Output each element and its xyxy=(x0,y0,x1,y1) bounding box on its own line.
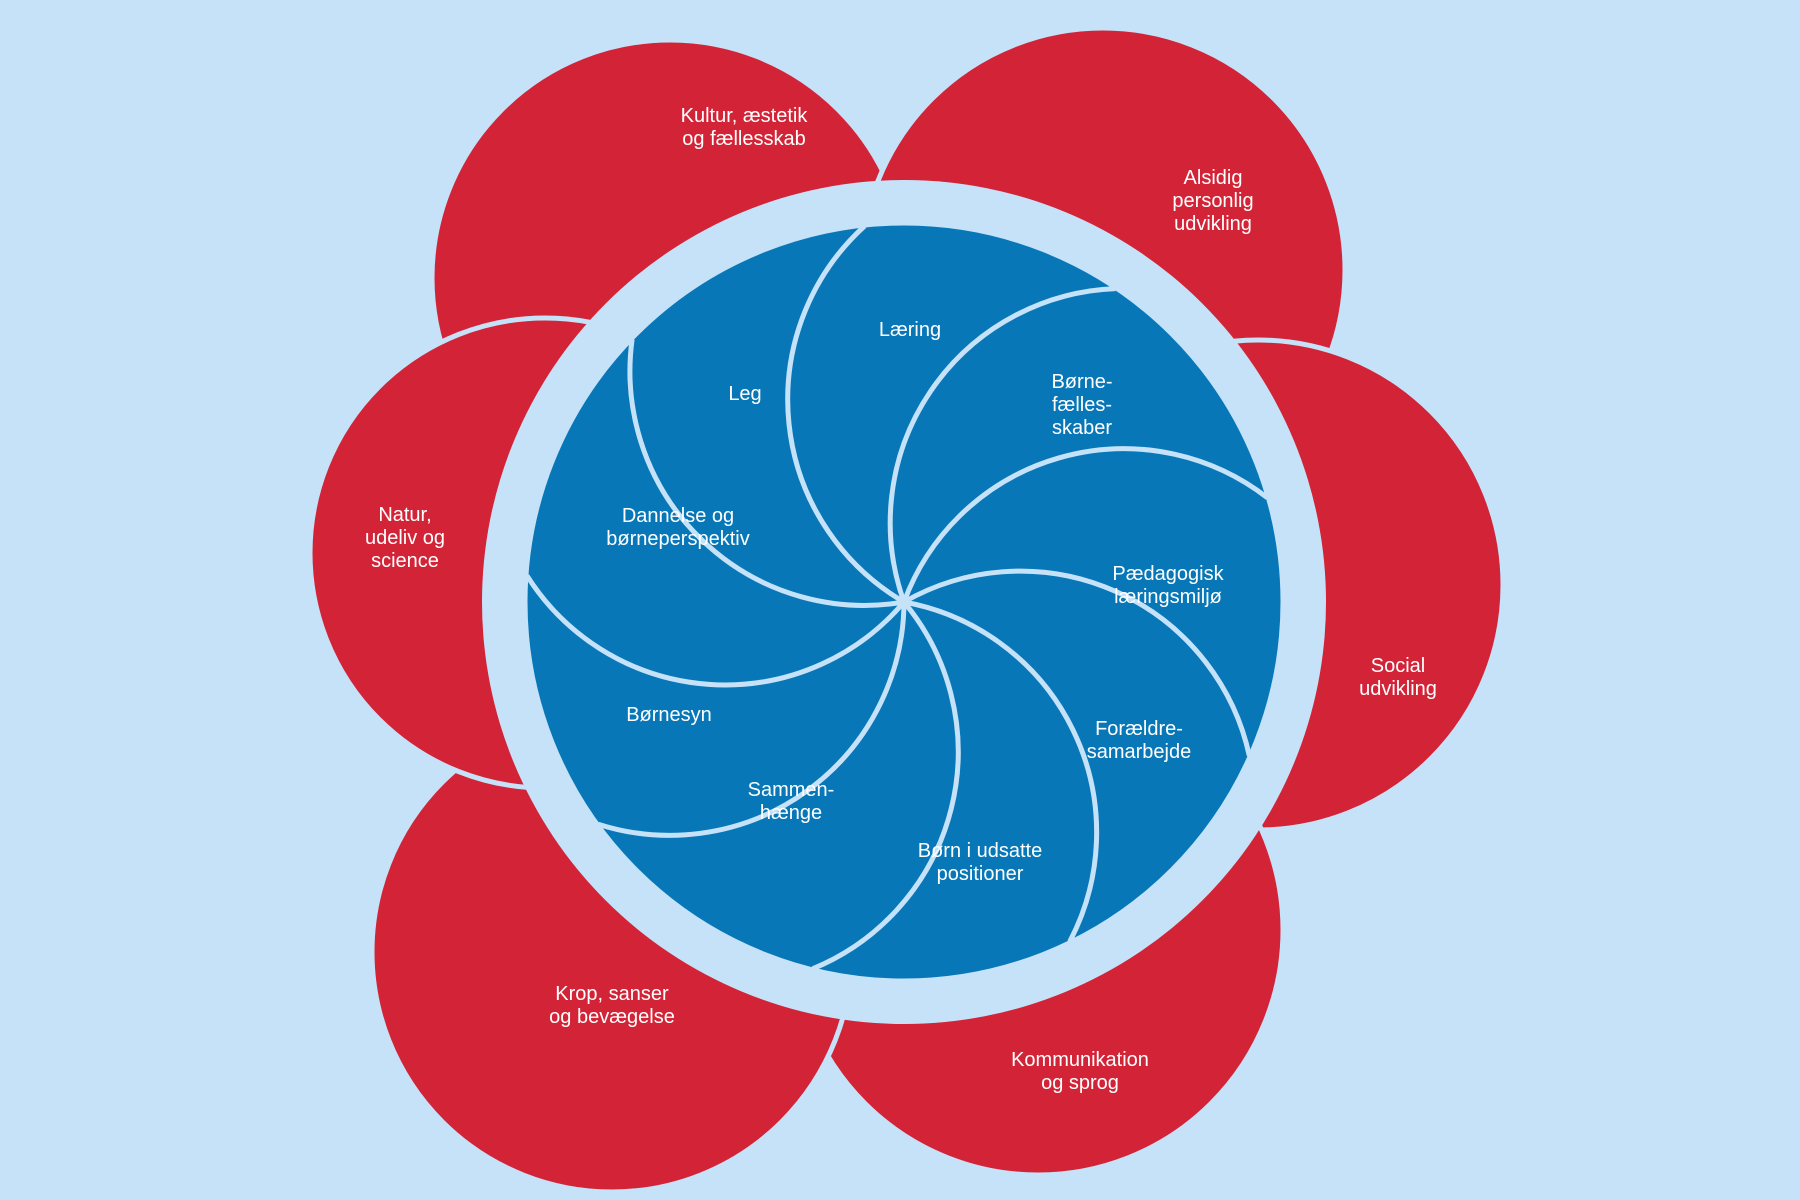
inner-label-line: Dannelse og xyxy=(622,505,734,527)
inner-label-sammen-haenge: Sammen-hænge xyxy=(748,779,835,824)
outer-label-line: udvikling xyxy=(1359,678,1437,700)
outer-label-line: Social xyxy=(1371,655,1425,677)
outer-label-line: og bevægelse xyxy=(549,1006,675,1028)
inner-label-line: læringsmiljø xyxy=(1114,586,1222,608)
pinwheel-divider xyxy=(903,599,1100,943)
inner-label-line: Sammen- xyxy=(748,779,835,801)
pinwheel-divider xyxy=(597,601,907,838)
inner-label-boerne-faelles-skaber: Børne-fælles-skaber xyxy=(1051,371,1112,439)
outer-label-line: og sprog xyxy=(1041,1072,1119,1094)
inner-label-line: Børne- xyxy=(1051,371,1112,393)
pinwheel-divider xyxy=(627,339,905,608)
pinwheel-divider xyxy=(902,568,1252,757)
inner-label-boernesyn: Børnesyn xyxy=(626,704,712,726)
inner-label-line: Børn i udsatte xyxy=(918,840,1043,862)
pinwheel-rim xyxy=(524,222,1284,982)
outer-label-line: science xyxy=(371,550,439,572)
pinwheel-divider xyxy=(524,574,906,688)
outer-label-line: Alsidig xyxy=(1184,167,1243,189)
pinwheel-dividers xyxy=(524,222,1284,982)
inner-label-line: fælles- xyxy=(1052,394,1112,416)
inner-label-line: skaber xyxy=(1052,417,1112,439)
inner-label-leg: Leg xyxy=(728,383,761,405)
inner-label-line: Læring xyxy=(879,319,941,341)
pinwheel-divider xyxy=(901,446,1269,603)
outer-label-line: Krop, sanser xyxy=(555,983,669,1005)
outer-label-line: Natur, xyxy=(378,504,431,526)
inner-label-line: Leg xyxy=(728,383,761,405)
outer-label-line: Kommunikation xyxy=(1011,1049,1149,1071)
pinwheel-divider xyxy=(785,224,906,605)
inner-label-line: Pædagogisk xyxy=(1112,563,1224,585)
outer-label-line: og fællesskab xyxy=(682,128,805,150)
outer-label-line: udvikling xyxy=(1174,213,1252,235)
inner-label-foraeldre-samarbejde: Forældre-samarbejde xyxy=(1087,718,1192,763)
inner-label-line: børneperspektiv xyxy=(606,528,749,550)
pinwheel-divider xyxy=(811,600,961,972)
outer-label-line: personlig xyxy=(1172,190,1253,212)
outer-label-line: udeliv og xyxy=(365,527,445,549)
outer-label-line: Kultur, æstetik xyxy=(681,105,809,127)
inner-label-line: Børnesyn xyxy=(626,704,712,726)
pinwheel-divider xyxy=(887,286,1116,603)
inner-label-line: hænge xyxy=(760,802,822,824)
inner-label-line: samarbejde xyxy=(1087,741,1192,763)
inner-label-line: Forældre- xyxy=(1095,718,1183,740)
inner-label-laering: Læring xyxy=(879,319,941,341)
inner-label-line: positioner xyxy=(937,863,1024,885)
